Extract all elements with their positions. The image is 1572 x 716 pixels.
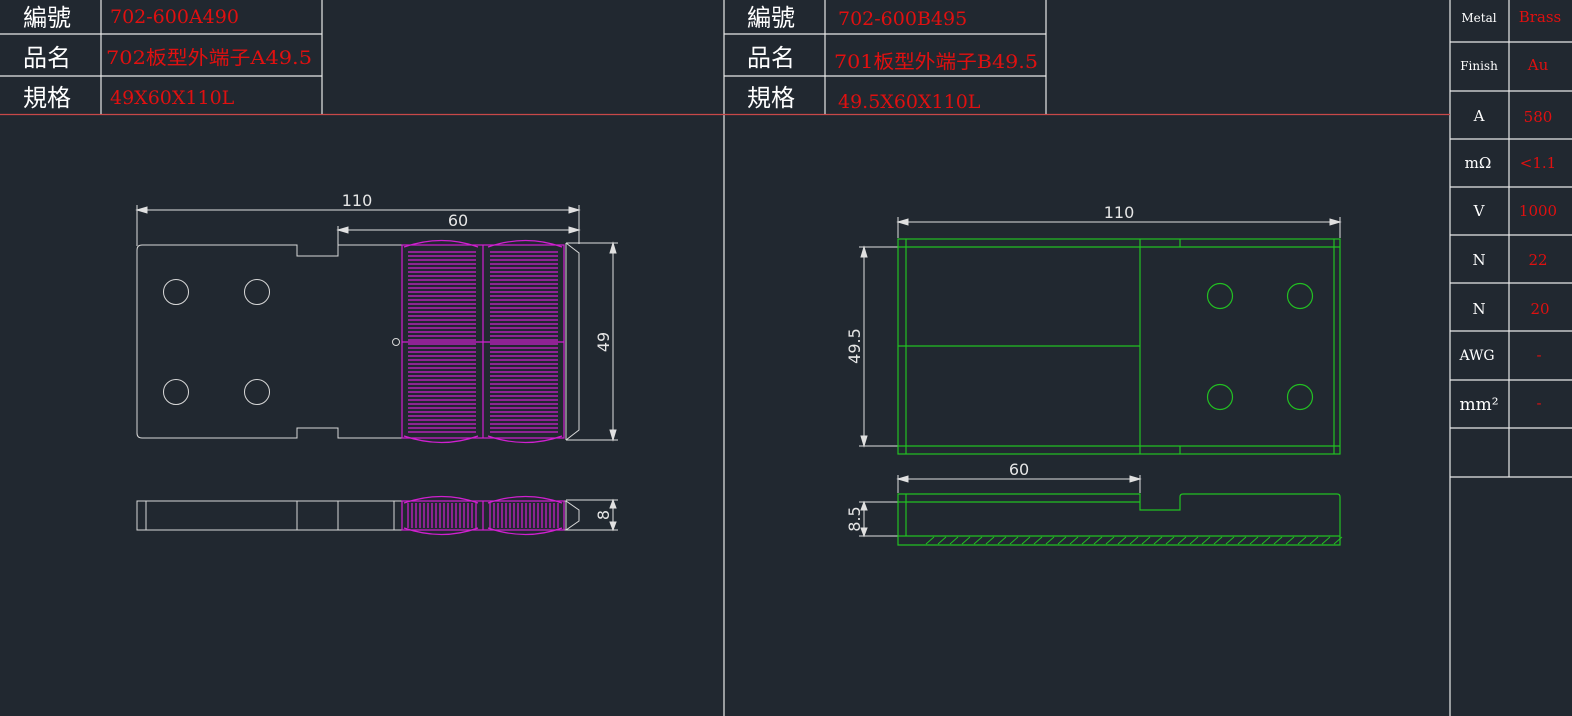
- spec-label-force-2: N: [1472, 300, 1485, 318]
- left-contact-springs-side: [401, 495, 565, 536]
- right-side-hatching: [925, 536, 1343, 545]
- spec-value-voltage: 1000: [1519, 202, 1557, 220]
- right-label-name: 品名: [747, 44, 795, 72]
- left-dim-thickness: 8: [594, 510, 613, 520]
- left-mount-hole-2: [244, 279, 270, 305]
- spec-label-finish: Finish: [1460, 59, 1498, 73]
- spec-value-awg: -: [1536, 346, 1541, 364]
- left-label-spec: 規格: [23, 84, 71, 112]
- spec-label-voltage: V: [1473, 202, 1486, 220]
- right-mount-hole-1: [1206, 282, 1234, 310]
- spec-value-force-2: 20: [1530, 300, 1549, 318]
- spec-label-metal: Metal: [1461, 11, 1496, 25]
- left-dim-contact: 60: [448, 211, 468, 230]
- left-dimensions: [135, 205, 618, 532]
- spec-value-metal: Brass: [1519, 8, 1562, 26]
- drawing-frame: [723, 0, 1451, 716]
- right-label-number: 編號: [747, 4, 795, 32]
- spec-table: Metal Brass Finish Au A 580 mΩ <1.1 V 10…: [1450, 0, 1572, 478]
- left-dim-width: 49: [594, 332, 613, 352]
- right-mount-hole-4: [1286, 383, 1314, 411]
- left-label-name: 品名: [23, 44, 71, 72]
- left-mount-hole-3: [163, 379, 189, 405]
- spec-value-area: -: [1536, 394, 1541, 412]
- right-part-drawing: 110 49.5 60 8.5: [845, 203, 1343, 546]
- right-dim-contact: 60: [1009, 460, 1029, 479]
- left-title-block: 編號 品名 規格 702-600A490 702板型外端子A49.5 49X60…: [0, 0, 323, 114]
- left-part-side-view: [136, 500, 580, 531]
- spec-label-resistance: mΩ: [1465, 154, 1492, 172]
- spec-value-resistance: <1.1: [1520, 154, 1556, 172]
- right-value-name: 701板型外端子B49.5: [834, 51, 1038, 73]
- left-mount-hole-1: [163, 279, 189, 305]
- spec-label-current: A: [1473, 107, 1485, 125]
- right-label-spec: 規格: [747, 84, 795, 112]
- spec-value-current: 580: [1524, 108, 1553, 126]
- right-part-side-view: [897, 493, 1341, 546]
- left-contact-springs: [401, 239, 565, 444]
- right-value-number: 702-600B495: [838, 8, 967, 30]
- right-mount-hole-3: [1206, 383, 1234, 411]
- left-value-name: 702板型外端子A49.5: [106, 47, 312, 69]
- right-dim-width: 49.5: [845, 328, 864, 364]
- right-part-outline: [897, 238, 1341, 455]
- right-dim-length: 110: [1104, 203, 1135, 222]
- left-dim-length: 110: [342, 191, 373, 210]
- left-part-drawing: 110 60 49 8: [135, 191, 618, 536]
- left-value-spec: 49X60X110L: [110, 87, 235, 109]
- spec-value-force-1: 22: [1528, 251, 1547, 269]
- right-dim-thickness: 8.5: [845, 506, 864, 531]
- right-value-spec: 49.5X60X110L: [838, 91, 981, 113]
- right-title-block: 編號 品名 規格 702-600B495 701板型外端子B49.5 49.5X…: [724, 0, 1047, 114]
- spec-label-area: mm²: [1459, 395, 1498, 415]
- right-mount-hole-2: [1286, 282, 1314, 310]
- spec-label-force-1: N: [1472, 251, 1485, 269]
- right-dimensions: [859, 217, 1342, 538]
- spec-label-awg: AWG: [1458, 348, 1494, 364]
- left-label-number: 編號: [23, 4, 71, 32]
- spec-value-finish: Au: [1527, 56, 1549, 74]
- left-mount-hole-4: [244, 379, 270, 405]
- left-value-number: 702-600A490: [110, 6, 239, 28]
